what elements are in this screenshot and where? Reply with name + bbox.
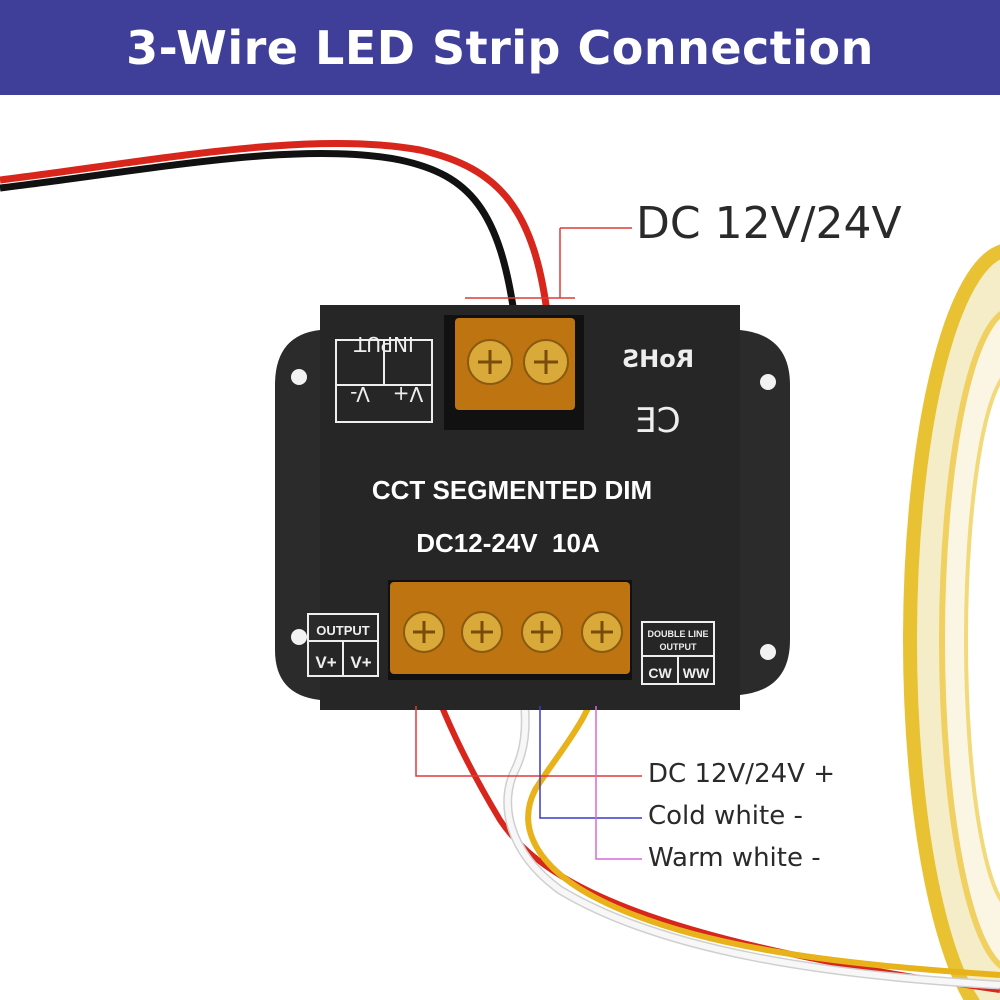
ce-mark: CE [635,401,680,441]
callout-cold-white: Cold white - [648,801,803,831]
model-label: CCT SEGMENTED DIM [372,475,652,505]
pin-ww: WW [683,665,710,681]
page-title: 3-Wire LED Strip Connection [126,20,874,75]
rating-label: DC12-24V 10A [416,528,600,558]
callout-red-wire: DC 12V/24V + [648,759,835,789]
input-terminal [444,315,584,430]
rohs-mark: RoHS [622,345,694,373]
header-banner: 3-Wire LED Strip Connection [0,0,1000,95]
output-pin-v-plus-2: V+ [350,653,371,672]
output-label-box: OUTPUT V+ V+ [307,613,379,677]
output-terminal [388,580,632,680]
double-line-label: DOUBLE LINE [647,629,708,639]
input-wires [0,139,552,321]
output-pin-v-plus-1: V+ [315,653,336,672]
input-pin-v-minus: V- [350,382,370,406]
input-pin-v-plus: V+ [393,382,423,406]
led-strip-reel [903,244,1000,1000]
double-line-output-box: DOUBLE LINE OUTPUT CW WW [641,621,715,685]
callout-lines [415,227,642,860]
output-label: OUTPUT [316,623,370,638]
input-label-box: V+ V- INPUT [335,332,433,423]
double-line-output-label: OUTPUT [660,642,698,652]
input-label: INPUT [353,332,414,356]
power-callout: DC 12V/24V [636,198,902,249]
pin-cw: CW [648,665,672,681]
output-wires [425,669,1000,993]
callout-warm-white: Warm white - [648,843,821,873]
